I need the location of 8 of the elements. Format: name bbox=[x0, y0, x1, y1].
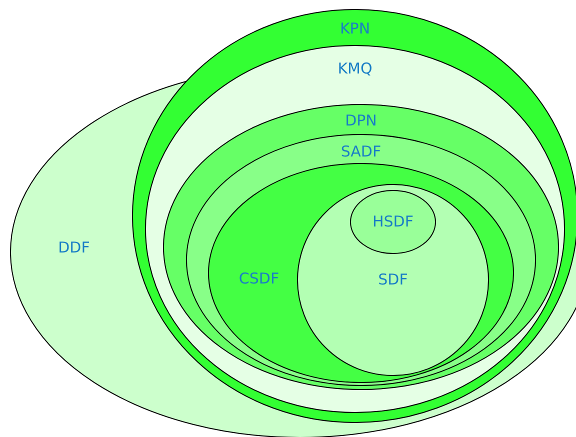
set-label: KMQ bbox=[338, 62, 372, 76]
set-label: CSDF bbox=[238, 272, 280, 286]
set-label: DPN bbox=[345, 114, 377, 128]
set-label: HSDF bbox=[372, 214, 414, 230]
set-label: KPN bbox=[340, 22, 370, 36]
set-label: SDF bbox=[378, 272, 408, 288]
set-label: SADF bbox=[340, 144, 382, 160]
set-label: DDF bbox=[58, 240, 90, 256]
